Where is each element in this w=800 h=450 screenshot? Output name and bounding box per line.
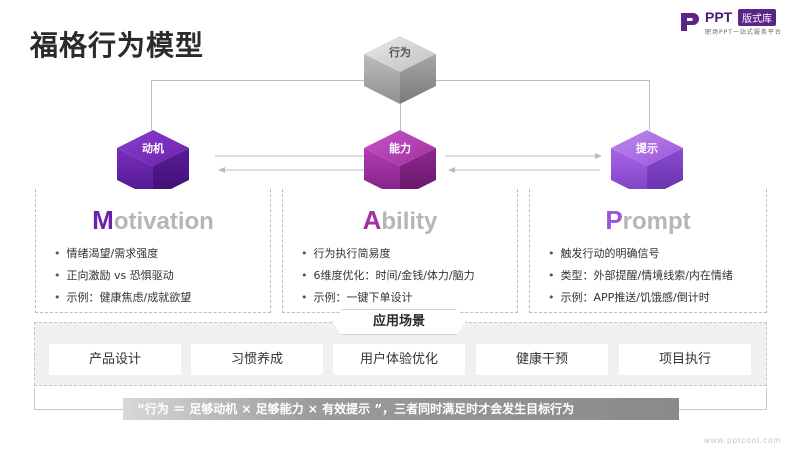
prompt-points: 触发行动的明确信号 类型：外部提醒/情境线索/内在情绪 示例：APP推送/饥饿感… [548, 243, 733, 309]
formula-banner: “行为 ＝ 足够动机 × 足够能力 × 有效提示 ”，三者同时满足时才会发生目标… [123, 398, 679, 420]
prompt-card: Prompt 触发行动的明确信号 类型：外部提醒/情境线索/内在情绪 示例：AP… [529, 189, 767, 313]
ability-points: 行为执行简易度 6维度优化：时间/金钱/体力/脑力 示例：一键下单设计 [301, 243, 475, 309]
list-item: 正向激励 vs 恐惧驱动 [54, 265, 191, 287]
connector-line-center [400, 104, 401, 130]
motivation-cube-label: 动机 [142, 142, 164, 155]
application-item-product-design[interactable]: 产品设计 [49, 344, 181, 375]
list-item: 示例：健康焦虑/成就欲望 [54, 287, 192, 309]
prompt-cube: 提示 [609, 128, 685, 200]
logo-text: PPT [705, 9, 733, 25]
prompt-title: Prompt [530, 205, 766, 236]
ability-title-cap: A [362, 205, 382, 235]
application-label: 应用场景 [332, 309, 466, 335]
logo-tagline: 职场PPT一站式服务平台 [705, 29, 782, 36]
application-item-project[interactable]: 项目执行 [619, 344, 751, 375]
application-item-ux[interactable]: 用户体验优化 [333, 344, 465, 375]
application-item-habit[interactable]: 习惯养成 [191, 344, 323, 375]
list-item: 情绪渴望/需求强度 [54, 243, 191, 265]
ability-cube: 能力 [362, 128, 438, 200]
flow-arrows [205, 148, 605, 178]
ability-card: Ability 行为执行简易度 6维度优化：时间/金钱/体力/脑力 示例：一键下… [282, 189, 518, 313]
motivation-title-rest: otivation [113, 208, 214, 235]
connector-line-right [649, 80, 650, 130]
connector-line-top-right [436, 80, 649, 81]
logo-mark-icon [678, 10, 702, 34]
ability-cube-label: 能力 [389, 142, 411, 155]
list-item: 类型：外部提醒/情境线索/内在情绪 [548, 265, 733, 287]
prompt-title-cap: P [605, 205, 623, 235]
motivation-cube: 动机 [115, 128, 191, 200]
motivation-title: Motivation [36, 205, 270, 236]
list-item: 触发行动的明确信号 [548, 243, 733, 265]
logo-badge: 版式库 [738, 9, 776, 26]
list-item: 行为执行简易度 [301, 243, 475, 265]
behavior-cube: 行为 [362, 34, 438, 106]
ability-title-rest: bility [381, 208, 438, 235]
behavior-label: 行为 [389, 46, 411, 59]
list-item: 示例：APP推送/饥饿感/倒计时 [548, 287, 733, 309]
motivation-points: 情绪渴望/需求强度 正向激励 vs 恐惧驱动 示例：健康焦虑/成就欲望 [54, 243, 192, 309]
connector-line-left [151, 80, 152, 130]
connector-line-top-left [151, 80, 364, 81]
prompt-cube-label: 提示 [636, 142, 658, 155]
application-item-health[interactable]: 健康干预 [476, 344, 608, 375]
website-watermark: www.pptcool.com [704, 436, 782, 445]
list-item: 示例：一键下单设计 [301, 287, 475, 309]
ability-title: Ability [283, 205, 517, 236]
list-item: 6维度优化：时间/金钱/体力/脑力 [301, 265, 475, 287]
page-title: 福格行为模型 [30, 29, 205, 62]
brand-logo[interactable]: PPT 版式库 职场PPT一站式服务平台 [678, 8, 794, 38]
motivation-title-cap: M [92, 205, 114, 235]
motivation-card: Motivation 情绪渴望/需求强度 正向激励 vs 恐惧驱动 示例：健康焦… [35, 189, 271, 313]
prompt-title-rest: rompt [622, 208, 691, 235]
